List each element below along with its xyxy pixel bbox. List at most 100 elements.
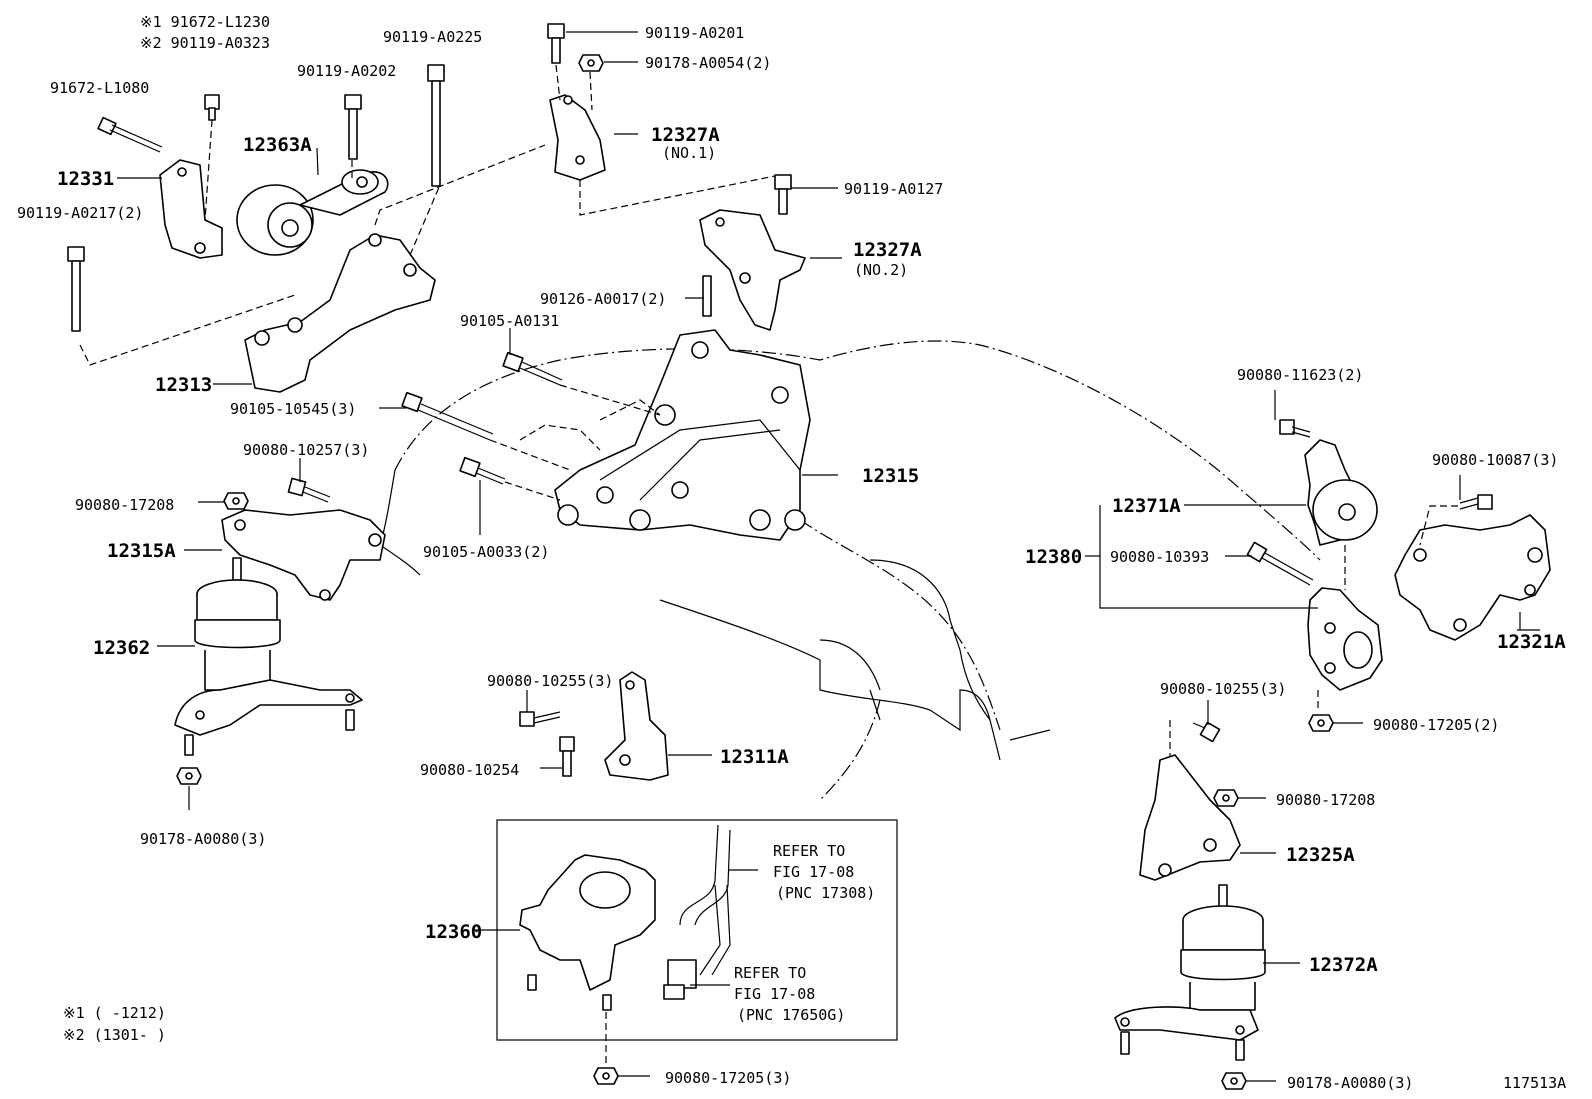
label-90080-10255-center: 90080-10255(3): [487, 672, 613, 690]
label-12362: 12362: [93, 637, 150, 659]
label-12360: 12360: [425, 921, 482, 943]
label-12313: 12313: [155, 374, 212, 396]
label-12325A: 12325A: [1286, 844, 1355, 866]
part-12327A-no2-bracket[interactable]: [699, 209, 806, 331]
bolt-90119-A0202[interactable]: [344, 94, 362, 160]
bolt-90105-10545[interactable]: [401, 391, 494, 441]
part-12363A-torque-rod[interactable]: [236, 169, 389, 256]
part-12327A-no1-bracket[interactable]: [549, 94, 606, 181]
label-12327A-no2-sub: (NO.2): [854, 261, 908, 279]
part-12360-active-mount[interactable]: [519, 854, 656, 1011]
refer-box-2-line3: (PNC 17650G): [737, 1006, 845, 1024]
part-12313-bracket[interactable]: [244, 233, 436, 393]
part-12331-bracket[interactable]: [159, 159, 223, 259]
part-12315A-bracket[interactable]: [221, 509, 386, 601]
label-90080-10254: 90080-10254: [420, 761, 519, 779]
engine-outline: [394, 340, 1321, 561]
part-12315-engine-bracket[interactable]: [554, 329, 811, 541]
bolt-90119-A0201[interactable]: [547, 23, 565, 64]
label-12315: 12315: [862, 465, 919, 487]
nut-90080-17208-left[interactable]: [223, 492, 249, 510]
part-12325A-bracket[interactable]: [1139, 754, 1241, 881]
label-12331: 12331: [57, 168, 114, 190]
vacuum-hose: [679, 824, 731, 976]
label-90119-A0202: 90119-A0202: [297, 62, 396, 80]
transmission-outline: [659, 599, 991, 732]
bolt-90080-10255-center[interactable]: [519, 711, 561, 727]
engine-outline-bottom: [819, 699, 881, 801]
bolt-90080-10254[interactable]: [559, 736, 575, 777]
label-90119-A0127: 90119-A0127: [844, 180, 943, 198]
bolt-90119-A0127[interactable]: [774, 174, 792, 215]
label-90080-17208-right: 90080-17208: [1276, 791, 1375, 809]
label-90119-A0225: 90119-A0225: [383, 28, 482, 46]
label-90178-A0080-right: 90178-A0080(3): [1287, 1074, 1413, 1092]
legend-note-1: ※1 ( -1212): [63, 1004, 166, 1022]
label-90119-A0217: 90119-A0217(2): [17, 204, 143, 222]
label-90080-11623: 90080-11623(2): [1237, 366, 1363, 384]
legend-note-2: ※2 (1301- ): [63, 1026, 166, 1044]
bolt-90119-A0225[interactable]: [427, 64, 445, 187]
label-90080-10257: 90080-10257(3): [243, 441, 369, 459]
bolt-90119-A0323[interactable]: [204, 94, 220, 121]
bolt-90119-A0217[interactable]: [67, 246, 85, 332]
engine-outline-lower: [799, 519, 1001, 731]
label-90080-17205-center: 90080-17205(3): [665, 1069, 791, 1087]
stud-90126-A0017[interactable]: [702, 275, 712, 317]
label-12363A: 12363A: [243, 134, 312, 156]
leader-lines: [117, 31, 1540, 1082]
label-90119-A0201: 90119-A0201: [645, 24, 744, 42]
label-90119-A0323: ※2 90119-A0323: [140, 34, 270, 52]
bolt-90080-10255-right[interactable]: [1192, 721, 1221, 743]
bolt-90080-11623[interactable]: [1279, 419, 1311, 438]
nut-90080-17205-center[interactable]: [593, 1067, 619, 1085]
label-12327A-no1: 12327A: [651, 124, 720, 146]
vsv-valve: [663, 959, 697, 1000]
transmission-outline-3: [819, 639, 881, 721]
diagram-id: 117513A: [1503, 1074, 1566, 1092]
label-90080-17205-right: 90080-17205(2): [1373, 716, 1499, 734]
refer-box-1-line2: FIG 17-08: [773, 863, 854, 881]
refer-box-2-line2: FIG 17-08: [734, 985, 815, 1003]
part-12311A-bracket[interactable]: [604, 671, 669, 781]
label-90080-17208-left: 90080-17208: [75, 496, 174, 514]
nut-90178-A0080-left[interactable]: [176, 767, 202, 785]
part-12321A-bracket[interactable]: [1394, 514, 1551, 641]
label-12372A: 12372A: [1309, 954, 1378, 976]
label-90105-A0131: 90105-A0131: [460, 312, 559, 330]
label-90105-A0033: 90105-A0033(2): [423, 543, 549, 561]
refer-box-2-line1: REFER TO: [734, 964, 806, 982]
label-12321A: 12321A: [1497, 631, 1566, 653]
nut-90178-A0080-right[interactable]: [1221, 1072, 1247, 1090]
bolt-90080-10393[interactable]: [1246, 541, 1314, 586]
label-90105-10545: 90105-10545(3): [230, 400, 356, 418]
part-12362-engine-mount[interactable]: [174, 557, 363, 756]
label-12327A-no2: 12327A: [853, 239, 922, 261]
nut-90080-17208-right[interactable]: [1213, 789, 1239, 807]
label-91672-L1080: 91672-L1080: [50, 79, 149, 97]
part-12380-bracket[interactable]: [1307, 587, 1383, 691]
refer-box-1-line3: (PNC 17308): [776, 884, 875, 902]
label-90080-10087: 90080-10087(3): [1432, 451, 1558, 469]
bolt-90105-A0131[interactable]: [502, 351, 563, 386]
label-12311A: 12311A: [720, 746, 789, 768]
label-90080-10393: 90080-10393: [1110, 548, 1209, 566]
label-12371A: 12371A: [1112, 495, 1181, 517]
bolt-90105-A0033[interactable]: [459, 456, 506, 485]
left-side-outline: [379, 469, 421, 576]
part-12372A-mount[interactable]: [1114, 884, 1266, 1061]
nut-90178-A0054[interactable]: [578, 54, 604, 72]
label-12327A-no1-sub: (NO.1): [662, 144, 716, 162]
bolt-90080-10257[interactable]: [287, 477, 331, 503]
label-12315A: 12315A: [107, 540, 176, 562]
label-90178-A0080-left: 90178-A0080(3): [140, 830, 266, 848]
label-90178-A0054: 90178-A0054(2): [645, 54, 771, 72]
bolt-90080-10087[interactable]: [1459, 494, 1493, 510]
refer-box-1-line1: REFER TO: [773, 842, 845, 860]
transmission-outline-2: [869, 559, 1051, 761]
nut-90080-17205-right[interactable]: [1308, 714, 1334, 732]
bolt-91672-L1080[interactable]: [97, 116, 163, 153]
label-12380: 12380: [1025, 546, 1082, 568]
part-12371A-mount[interactable]: [1304, 439, 1378, 546]
